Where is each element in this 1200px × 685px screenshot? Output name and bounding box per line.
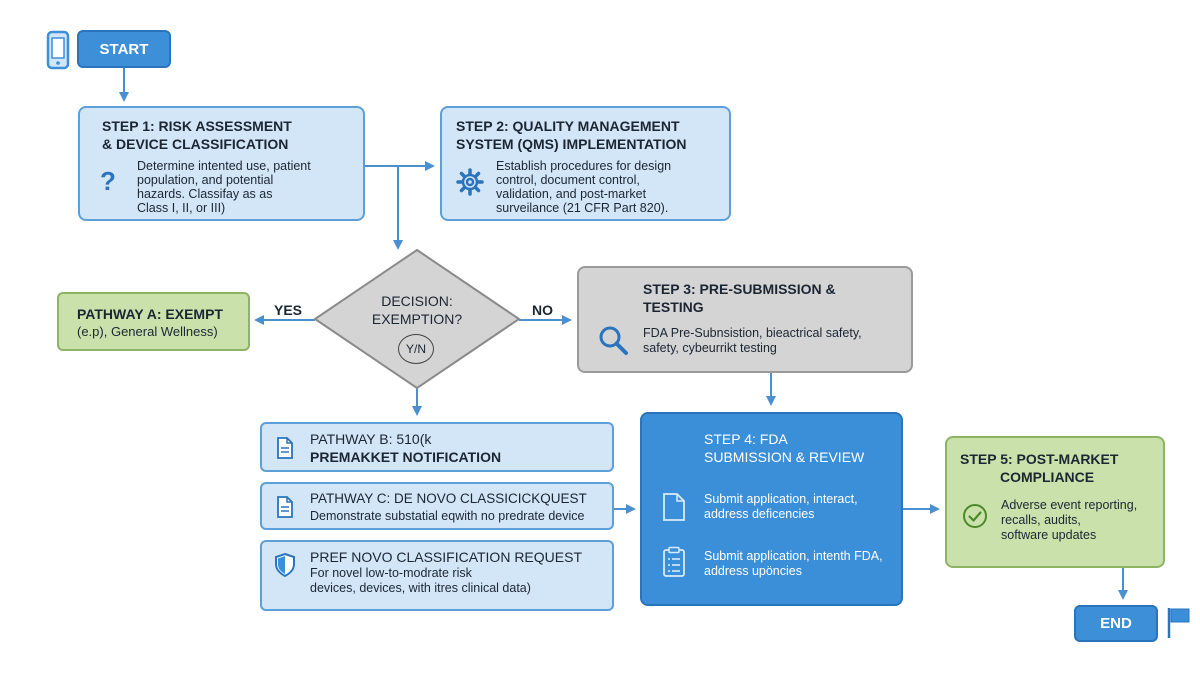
step3-card: STEP 3: PRE-SUBMISSION & TESTING FDA Pre…	[577, 266, 913, 373]
step1-title-line1: STEP 1: RISK ASSESSMENT	[102, 118, 292, 134]
step5-title-line2: COMPLIANCE	[1000, 469, 1095, 485]
step2-body-line3: validation, and post-market	[496, 187, 647, 201]
pathway-d-card: PREF NOVO CLASSIFICATION REQUEST For nov…	[260, 540, 614, 611]
step4-item1-line2: address deficencies	[704, 507, 815, 521]
gear-icon	[456, 168, 484, 201]
step2-body-line2: control, document control,	[496, 173, 640, 187]
pathway-d-title: PREF NOVO CLASSIFICATION REQUEST	[310, 549, 583, 565]
pathway-b-card: PATHWAY B: 510(k PREMAKKET NOTIFICATION	[260, 422, 614, 472]
step5-body-line1: Adverse event reporting,	[1001, 498, 1138, 512]
pathway-b-title-line1: PATHWAY B: 510(k	[310, 431, 432, 447]
shield-icon	[274, 552, 296, 583]
document-icon	[276, 436, 294, 465]
no-label: NO	[532, 302, 553, 318]
step2-title-line2: SYSTEM (QMS) IMPLEMENTATION	[456, 136, 687, 152]
step1-body-line2: population, and potential	[137, 173, 274, 187]
step4-item2-line2: address upöncies	[704, 564, 802, 578]
pathway-a-body: (e.p), General Wellness)	[77, 324, 218, 339]
pathway-c-card: PATHWAY C: DE NOVO CLASSICICKQUEST Demon…	[260, 482, 614, 530]
pathway-a-title: PATHWAY A: EXEMPT	[77, 306, 223, 322]
pathway-d-body-line2: devices, devices, with itres clinical da…	[310, 581, 531, 595]
document-icon	[276, 495, 294, 524]
step1-title-line2: & DEVICE CLASSIFICATION	[102, 136, 289, 152]
document-icon	[662, 492, 686, 527]
yn-badge-text: Y/N	[405, 342, 426, 356]
step4-item2-line1: Submit application, intenth FDA,	[704, 549, 883, 563]
end-button[interactable]: END	[1074, 605, 1158, 642]
decision-diamond	[313, 248, 521, 390]
step1-body-line1: Determine intented use, patient	[137, 159, 311, 173]
step5-body-line2: recalls, audits,	[1001, 513, 1081, 527]
step5-body-line3: software updates	[1001, 528, 1097, 542]
step1-body-line4: Class I, II, or III)	[137, 201, 226, 215]
step3-body-line2: safety, cybeurrikt testing	[643, 341, 777, 355]
step2-card: STEP 2: QUALITY MANAGEMENT SYSTEM (QMS) …	[440, 106, 731, 221]
pathway-c-title: PATHWAY C: DE NOVO CLASSICICKQUEST	[310, 491, 587, 506]
step5-title-line1: STEP 5: POST-MARKET	[960, 451, 1119, 467]
smartphone-icon	[46, 30, 70, 70]
pathway-c-body: Demonstrate substatial eqwith no predrat…	[310, 509, 585, 523]
step4-item1-line1: Submit application, interact,	[704, 492, 858, 506]
step3-title-line2: TESTING	[643, 299, 704, 315]
yn-badge: Y/N	[398, 334, 434, 364]
pathway-d-body-line1: For novel low-to-modrate risk	[310, 566, 472, 580]
step4-title-line2: SUBMISSION & REVIEW	[704, 449, 865, 465]
step4-title-line1: STEP 4: FDA	[704, 431, 788, 447]
step2-body-line1: Establish procedures for design	[496, 159, 672, 173]
clipboard-icon	[662, 546, 686, 583]
decision-line2: EXEMPTION?	[371, 311, 463, 327]
start-button[interactable]: START	[77, 30, 171, 68]
step2-body-line4: surveilance (21 CFR Part 820).	[496, 201, 669, 215]
pathway-a-card: PATHWAY A: EXEMPT (e.p), General Wellnes…	[57, 292, 250, 351]
step2-title-line1: STEP 2: QUALITY MANAGEMENT	[456, 118, 680, 134]
check-circle-icon	[961, 502, 989, 535]
yes-label: YES	[274, 302, 303, 318]
step1-body-line3: hazards. Classifay as as	[137, 187, 273, 201]
decision-line1: DECISION:	[381, 293, 453, 309]
question-icon: ?	[100, 166, 116, 196]
step1-card: STEP 1: RISK ASSESSMENT & DEVICE CLASSIF…	[78, 106, 365, 221]
magnifier-icon	[597, 324, 629, 361]
step3-body-line1: FDA Pre-Subnsistion, bieactrical safety,	[643, 326, 862, 340]
step5-card: STEP 5: POST-MARKET COMPLIANCE Adverse e…	[945, 436, 1165, 568]
step3-title-line1: STEP 3: PRE-SUBMISSION &	[643, 281, 836, 297]
pathway-b-title-line2: PREMAKKET NOTIFICATION	[310, 449, 502, 465]
step4-card: STEP 4: FDA SUBMISSION & REVIEW Submit a…	[640, 412, 903, 606]
flag-icon	[1166, 606, 1192, 645]
